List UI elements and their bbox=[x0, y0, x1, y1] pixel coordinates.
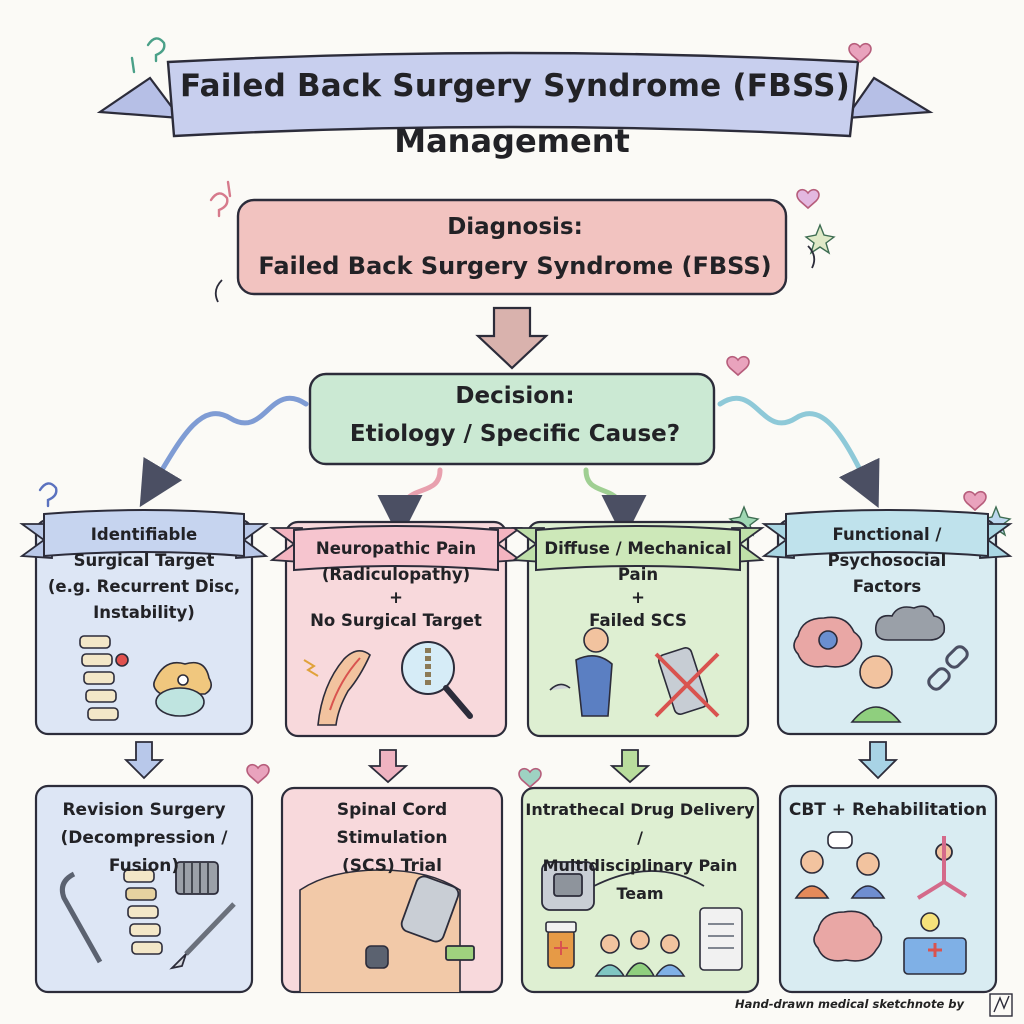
doodle-question-marks bbox=[38, 37, 232, 508]
pill-bottle-icon bbox=[545, 921, 577, 969]
category-line: + bbox=[389, 588, 403, 607]
cage-implant-icon bbox=[175, 861, 219, 895]
doodle-hearts bbox=[246, 42, 987, 789]
category-line: (Radiculopathy) bbox=[321, 565, 471, 584]
decision-question: Etiology / Specific Cause? bbox=[349, 421, 681, 447]
branch-arrows bbox=[139, 395, 880, 540]
cloud-icon bbox=[874, 605, 946, 641]
fused-spine-icon bbox=[123, 869, 163, 955]
category-line: Psychosocial bbox=[827, 551, 947, 570]
outcome-revision-text: Revision Surgery (Decompression / Fusion… bbox=[40, 796, 248, 880]
category-line: + bbox=[631, 588, 645, 607]
magnifier-icon bbox=[401, 641, 473, 719]
decision-box bbox=[308, 372, 716, 466]
outcome-intrathecal-text: Intrathecal Drug Delivery / Multidiscipl… bbox=[524, 796, 756, 908]
therapy-chat-icon bbox=[794, 831, 886, 899]
title-line-1: Failed Back Surgery Syndrome (FBSS) bbox=[180, 68, 850, 104]
back-pain-icon bbox=[549, 627, 613, 717]
category-line: Instability) bbox=[93, 603, 195, 622]
diagnosis-name: Failed Back Surgery Syndrome (FBSS) bbox=[258, 252, 772, 280]
diagnosis-label: Diagnosis: bbox=[447, 214, 583, 240]
remote-icon bbox=[400, 875, 475, 961]
credit-text: Hand-drawn medical sketchnote by bbox=[734, 997, 964, 1011]
category-line: (e.g. Recurrent Disc, bbox=[47, 577, 241, 596]
category-line: No Surgical Target bbox=[310, 611, 482, 630]
team-icon bbox=[594, 930, 686, 977]
spine-icon bbox=[79, 635, 129, 721]
worried-person-icon bbox=[850, 655, 902, 723]
outcome-scs-text: Spinal Cord Stimulation (SCS) Trial bbox=[286, 796, 498, 880]
category-line: Pain bbox=[617, 565, 659, 584]
outcome-line: CBT + Rehabilitation bbox=[788, 800, 988, 820]
outcome-line: (Decompression / Fusion) bbox=[60, 828, 228, 876]
outcome-line: Revision Surgery bbox=[62, 800, 226, 820]
category-surgical-text: Identifiable Surgical Target (e.g. Recur… bbox=[40, 522, 248, 626]
outcome-card-intrathecal bbox=[520, 786, 760, 994]
outcome-line: (SCS) Trial bbox=[342, 856, 442, 876]
category-line: Neuropathic Pain bbox=[315, 539, 477, 558]
category-diffuse-text: Diffuse / Mechanical Pain + Failed SCS bbox=[532, 536, 744, 634]
herniated-disc-icon bbox=[153, 661, 213, 717]
category-functional-text: Functional / Psychosocial Factors bbox=[782, 522, 992, 600]
category-neuropathic-text: Neuropathic Pain (Radiculopathy) + No Su… bbox=[290, 536, 502, 634]
category-line: Diffuse / Mechanical bbox=[544, 539, 732, 558]
broken-chain-icon bbox=[927, 645, 969, 691]
reflex-hammer-icon bbox=[59, 871, 103, 964]
down-arrow-big bbox=[475, 306, 549, 370]
title-banner bbox=[96, 51, 934, 138]
brain-gear-icon bbox=[793, 616, 863, 668]
diagnosis-box bbox=[214, 198, 816, 303]
outcome-line: Spinal Cord Stimulation bbox=[336, 800, 448, 848]
outcome-cbt-text: CBT + Rehabilitation bbox=[784, 796, 992, 824]
category-line: Functional / bbox=[832, 525, 942, 544]
clipboard-icon bbox=[699, 907, 743, 971]
category-line: Identifiable bbox=[90, 525, 198, 544]
outcome-line: Intrathecal Drug Delivery / bbox=[525, 800, 755, 847]
pump-icon bbox=[541, 861, 705, 911]
category-line: Surgical Target bbox=[73, 551, 215, 570]
outcome-line: Multidisciplinary Pain Team bbox=[542, 856, 738, 903]
decision-label: Decision: bbox=[455, 383, 575, 409]
down-arrows-small bbox=[123, 741, 899, 784]
title-line-2: Management bbox=[394, 122, 630, 160]
scalpel-icon bbox=[169, 902, 236, 970]
category-line: Failed SCS bbox=[589, 611, 687, 630]
signature-icon bbox=[989, 993, 1013, 1017]
yoga-icon bbox=[916, 836, 968, 900]
nerve-leg-icon bbox=[303, 650, 371, 726]
crossed-stimulator-icon bbox=[654, 647, 720, 718]
toolbox-icon bbox=[903, 912, 967, 975]
category-line: Factors bbox=[852, 577, 922, 596]
brain-icon bbox=[813, 910, 883, 962]
